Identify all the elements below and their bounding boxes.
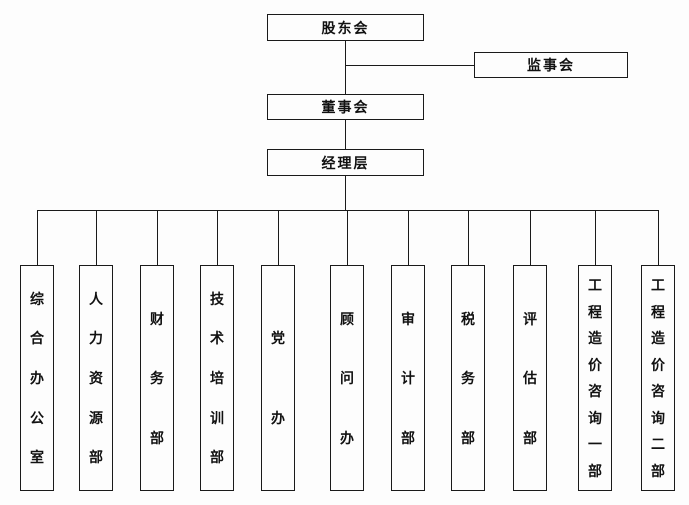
- node-board-of-directors-label: 董事会: [321, 99, 370, 115]
- dept-label-human-resources: 人力资源部: [80, 266, 112, 490]
- dept-label-char: 咨: [588, 383, 602, 400]
- connector-board-management: [345, 120, 346, 149]
- dept-box-cost-consulting-1: 工程造价咨询一部: [578, 265, 612, 491]
- dept-label-char: 咨: [651, 383, 665, 400]
- dept-label-char: 资: [89, 369, 103, 386]
- dept-label-char: 办: [30, 369, 44, 386]
- dept-label-technical-training: 技术培训部: [201, 266, 233, 490]
- dept-box-human-resources: 人力资源部: [79, 265, 113, 491]
- dept-label-char: 培: [210, 369, 224, 386]
- dept-label-char: 价: [588, 356, 602, 373]
- dept-label-char: 人: [89, 290, 103, 307]
- dept-label-char: 造: [588, 330, 602, 347]
- dept-label-char: 部: [523, 429, 537, 446]
- connector-drop-7: [408, 210, 409, 265]
- dept-label-char: 计: [401, 370, 415, 386]
- dept-label-char: 党: [271, 330, 285, 347]
- node-shareholders: 股东会: [267, 14, 424, 41]
- node-management-label: 经理层: [321, 154, 370, 171]
- dept-label-char: 技: [210, 290, 224, 307]
- connector-supervisory-branch: [345, 65, 474, 66]
- connector-drop-11: [658, 210, 659, 265]
- dept-label-consultant-office: 顾问办: [331, 266, 363, 490]
- dept-label-char: 合: [30, 330, 44, 347]
- dept-label-char: 工: [651, 277, 665, 294]
- dept-label-char: 部: [89, 449, 103, 466]
- node-supervisory-board-label: 监事会: [527, 57, 575, 73]
- connector-drop-9: [530, 210, 531, 265]
- dept-box-party-office: 党办: [261, 265, 295, 491]
- dept-label-appraisal: 评估部: [514, 266, 546, 490]
- dept-label-general-office: 综合办公室: [21, 266, 53, 490]
- dept-label-char: 程: [651, 303, 665, 320]
- connector-drop-1: [37, 210, 38, 265]
- dept-box-technical-training: 技术培训部: [200, 265, 234, 491]
- connector-drop-4: [217, 210, 218, 265]
- dept-label-char: 训: [210, 409, 224, 426]
- dept-label-char: 源: [89, 409, 103, 426]
- dept-label-char: 部: [588, 462, 602, 479]
- dept-label-char: 询: [588, 409, 602, 426]
- dept-label-char: 询: [651, 409, 665, 426]
- dept-label-cost-consulting-1: 工程造价咨询一部: [579, 266, 611, 490]
- dept-label-char: 问: [340, 370, 354, 386]
- dept-label-char: 办: [271, 409, 285, 426]
- dept-label-char: 顾: [340, 310, 354, 327]
- dept-label-char: 审: [401, 310, 415, 327]
- dept-label-char: 室: [30, 449, 44, 466]
- dept-label-char: 力: [89, 330, 103, 347]
- dept-box-consultant-office: 顾问办: [330, 265, 364, 491]
- connector-shareholders-board: [345, 41, 346, 94]
- dept-label-audit: 审计部: [392, 266, 424, 490]
- node-shareholders-label: 股东会: [321, 19, 370, 36]
- dept-label-cost-consulting-2: 工程造价咨询二部: [642, 266, 674, 490]
- dept-label-char: 评: [523, 310, 537, 327]
- dept-box-general-office: 综合办公室: [20, 265, 54, 491]
- dept-label-char: 一: [588, 436, 602, 453]
- connector-drop-10: [595, 210, 596, 265]
- dept-label-char: 程: [588, 303, 602, 320]
- connector-drop-2: [96, 210, 97, 265]
- dept-label-char: 工: [588, 277, 602, 294]
- dept-box-finance: 财务部: [140, 265, 174, 491]
- dept-label-char: 部: [651, 462, 665, 479]
- dept-label-char: 二: [651, 436, 665, 453]
- dept-label-char: 务: [461, 370, 475, 386]
- dept-label-char: 务: [150, 370, 164, 386]
- dept-label-tax: 税务部: [452, 266, 484, 490]
- dept-label-char: 部: [210, 449, 224, 466]
- dept-label-char: 公: [30, 409, 44, 426]
- dept-label-char: 财: [150, 310, 164, 327]
- dept-box-cost-consulting-2: 工程造价咨询二部: [641, 265, 675, 491]
- connector-drop-6: [347, 210, 348, 265]
- dept-label-char: 估: [523, 370, 537, 386]
- dept-box-appraisal: 评估部: [513, 265, 547, 491]
- dept-label-char: 术: [210, 330, 224, 347]
- connector-management-distribution: [345, 176, 346, 210]
- dept-label-char: 价: [651, 356, 665, 373]
- dept-label-char: 部: [150, 429, 164, 446]
- node-management: 经理层: [267, 149, 424, 176]
- dept-label-char: 办: [340, 429, 354, 446]
- connector-drop-5: [278, 210, 279, 265]
- dept-label-char: 综: [30, 290, 44, 307]
- dept-box-audit: 审计部: [391, 265, 425, 491]
- dept-label-char: 部: [461, 429, 475, 446]
- connector-drop-3: [157, 210, 158, 265]
- dept-box-tax: 税务部: [451, 265, 485, 491]
- node-board-of-directors: 董事会: [267, 94, 424, 120]
- node-supervisory-board: 监事会: [474, 52, 628, 78]
- dept-label-char: 税: [461, 310, 475, 327]
- connector-drop-8: [468, 210, 469, 265]
- dept-label-party-office: 党办: [262, 266, 294, 490]
- dept-label-char: 部: [401, 429, 415, 446]
- dept-label-finance: 财务部: [141, 266, 173, 490]
- dept-label-char: 造: [651, 330, 665, 347]
